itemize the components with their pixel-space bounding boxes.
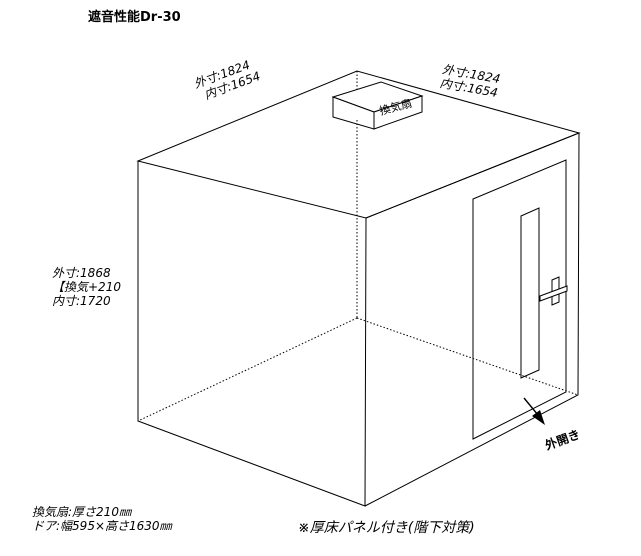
spec-notes: 換気扇:厚さ210㎜ ドア:幅595×高さ1630㎜ [32, 505, 172, 534]
door-size-note: ドア:幅595×高さ1630㎜ [32, 518, 172, 533]
door-handle [539, 276, 568, 306]
door-window [520, 207, 540, 379]
height-inner-dimension: 内寸:1720 [52, 293, 111, 308]
back-floor-right-edge [356, 317, 579, 396]
ventilation-fan-box [331, 81, 424, 130]
back-floor-left-edge [137, 317, 358, 422]
thick-floor-panel-note: ※厚床パネル付き(階下対策) [298, 520, 475, 536]
booth-right-face [364, 132, 580, 507]
height-dimension-label: 外寸:1868 【換気+210 内寸:1720 [52, 266, 121, 308]
fan-thickness-note: 換気扇:厚さ210㎜ [32, 505, 131, 519]
booth-left-face [137, 161, 367, 507]
height-fan-addition: 【換気+210 [52, 279, 121, 294]
height-outer-dimension: 外寸:1868 [52, 266, 111, 280]
door-frame [472, 159, 567, 440]
page-title: 遮音性能Dr-30 [88, 10, 181, 25]
outward-opening-arrow [523, 397, 545, 425]
